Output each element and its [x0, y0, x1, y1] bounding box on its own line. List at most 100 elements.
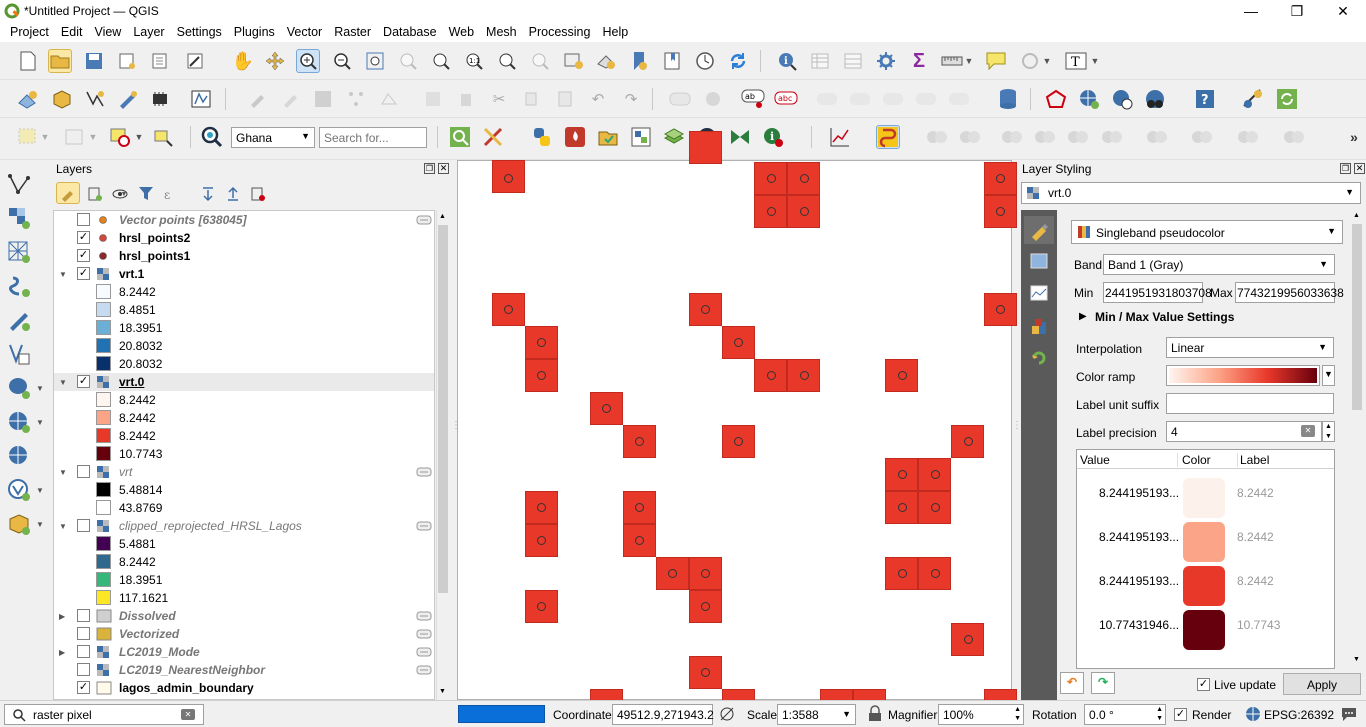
rotation-spinbox[interactable]: 0.0 °▲▼ [1084, 704, 1166, 725]
zoom-to-layer-icon[interactable] [429, 49, 453, 73]
layer-visibility-checkbox[interactable]: ✓ [77, 231, 90, 244]
vertex-tool-icon[interactable] [377, 87, 401, 111]
pan-hand-icon[interactable]: ✋ [231, 50, 255, 71]
color-ramp-dropdown-icon[interactable]: ▼ [1322, 365, 1335, 386]
add-virtual-layer-icon[interactable] [7, 342, 31, 366]
disabled-plugin-3-icon[interactable] [1000, 125, 1024, 149]
undo-icon[interactable]: ↶ [591, 91, 605, 108]
expand-arrow-icon[interactable]: ▶ [59, 611, 66, 621]
entry-value[interactable]: 8.244195193... [1099, 530, 1180, 544]
statistical-summary-icon[interactable] [841, 49, 865, 73]
menu-vector[interactable]: Vector [286, 25, 323, 39]
menu-plugins[interactable]: Plugins [233, 25, 275, 39]
layer-visibility-checkbox[interactable] [77, 627, 90, 640]
highlight-pinned-labels-icon[interactable] [815, 87, 839, 111]
zoom-to-selection-icon[interactable] [396, 49, 420, 73]
disabled-plugin-6-icon[interactable] [1100, 125, 1124, 149]
zoom-native-resolution-icon[interactable]: 1:1 [462, 49, 486, 73]
expand-all-icon[interactable] [196, 182, 220, 206]
layout-manager-icon[interactable] [148, 49, 172, 73]
georeferencer-icon[interactable] [1241, 87, 1265, 111]
delete-selected-icon[interactable] [454, 87, 478, 111]
copy-features-icon[interactable] [520, 87, 544, 111]
model-designer-icon[interactable] [596, 125, 620, 149]
menu-settings[interactable]: Settings [176, 25, 222, 39]
butterfly-plugin-icon[interactable] [728, 125, 752, 149]
map-canvas[interactable] [457, 131, 1017, 722]
scroll-down-icon[interactable]: ▼ [439, 688, 446, 695]
add-delimited-text-icon[interactable] [7, 274, 31, 298]
not-visible-indicator-icon[interactable] [416, 466, 432, 481]
splitter-handle[interactable]: ⋮ [451, 420, 461, 431]
not-visible-indicator-icon[interactable] [416, 646, 432, 661]
rotate-label-icon[interactable] [947, 87, 971, 111]
new-bookmark-icon[interactable] [627, 49, 651, 73]
modify-attributes-icon[interactable] [421, 87, 445, 111]
style-manager-icon[interactable] [183, 49, 207, 73]
layer-tree-item[interactable]: Vectorized [54, 625, 434, 643]
history-tab-icon[interactable] [1024, 344, 1054, 372]
move-label-icon[interactable] [914, 87, 938, 111]
filter-by-expression-icon[interactable]: ε [158, 182, 182, 206]
new-vector-tile-layer-icon[interactable] [189, 87, 213, 111]
messages-icon[interactable] [1340, 706, 1358, 722]
layer-visibility-checkbox[interactable]: ✓ [77, 375, 90, 388]
lock-scale-icon[interactable] [868, 705, 882, 722]
diagram-icon[interactable] [701, 87, 725, 111]
band-combo[interactable]: Band 1 (Gray) ▼ [1103, 254, 1335, 275]
menu-view[interactable]: View [94, 25, 122, 39]
disabled-plugin-1-icon[interactable] [925, 125, 949, 149]
layer-tree-item[interactable]: ▼✓vrt.1 [54, 265, 434, 283]
menu-edit[interactable]: Edit [60, 25, 83, 39]
point-sampling-tool-icon[interactable] [448, 125, 472, 149]
deselect-features-icon[interactable] [108, 125, 132, 149]
refresh-icon[interactable] [726, 49, 750, 73]
layer-tree-item[interactable]: Vector points [638045] [54, 211, 434, 229]
cut-features-icon[interactable]: ✂ [492, 91, 506, 108]
new-map-view-icon[interactable] [562, 49, 586, 73]
zoom-full-icon[interactable] [363, 49, 387, 73]
entry-label[interactable]: 8.2442 [1237, 486, 1274, 500]
text-annotation-dropdown-icon[interactable]: ▼ [1090, 56, 1100, 66]
select-by-expression-icon[interactable] [152, 125, 176, 149]
add-raster-layer-icon[interactable] [7, 206, 31, 230]
add-wcs-layer-icon[interactable] [1110, 87, 1134, 111]
unit-suffix-input[interactable] [1166, 393, 1334, 414]
current-edits-icon[interactable] [245, 87, 269, 111]
entry-color-swatch[interactable] [1183, 522, 1225, 562]
new-project-icon[interactable] [16, 49, 40, 73]
styling-scrollbar[interactable]: ▲ ▼ [1351, 210, 1364, 670]
live-update-checkbox[interactable]: ✓ [1197, 678, 1210, 691]
collapse-arrow-icon[interactable]: ▼ [59, 377, 67, 387]
zoom-next-icon[interactable] [528, 49, 552, 73]
locator-search-field[interactable]: raster pixel ✕ [4, 704, 204, 725]
entry-value[interactable]: 10.77431946... [1099, 618, 1180, 632]
scroll-up-icon[interactable]: ▲ [439, 213, 446, 220]
add-spatialite-layer-icon[interactable] [7, 308, 31, 332]
close-panel-icon[interactable]: ✕ [438, 163, 449, 174]
redo-style-button[interactable]: ↷ [1091, 672, 1115, 694]
scroll-up-icon[interactable]: ▲ [1353, 212, 1360, 219]
toolbar-overflow-icon[interactable]: » [1350, 129, 1358, 145]
pin-labels-icon[interactable] [848, 87, 872, 111]
collapse-triangle-icon[interactable]: ▶ [1079, 311, 1087, 322]
entry-value[interactable]: 8.244195193... [1099, 574, 1180, 588]
topology-checker-icon[interactable] [1044, 87, 1068, 111]
expand-arrow-icon[interactable]: ▶ [59, 647, 66, 657]
select-features-icon[interactable] [16, 125, 40, 149]
select-by-value-icon[interactable] [62, 125, 86, 149]
remove-layer-icon[interactable] [246, 182, 270, 206]
menu-layer[interactable]: Layer [133, 25, 165, 39]
disabled-plugin-8-icon[interactable] [1190, 125, 1214, 149]
collapse-arrow-icon[interactable]: ▼ [59, 467, 67, 477]
quickosm-icon[interactable] [1143, 87, 1167, 111]
layer-tree-item[interactable]: ▼vrt [54, 463, 434, 481]
layer-visibility-checkbox[interactable] [77, 645, 90, 658]
disabled-plugin-5-icon[interactable] [1066, 125, 1090, 149]
entry-label[interactable]: 8.2442 [1237, 530, 1274, 544]
measure-dropdown-icon[interactable]: ▼ [964, 56, 974, 66]
column-header-label[interactable]: Label [1240, 453, 1270, 467]
menu-project[interactable]: Project [10, 25, 49, 39]
toggle-editing-icon[interactable] [278, 87, 302, 111]
step-down-icon[interactable]: ▼ [1325, 433, 1332, 440]
